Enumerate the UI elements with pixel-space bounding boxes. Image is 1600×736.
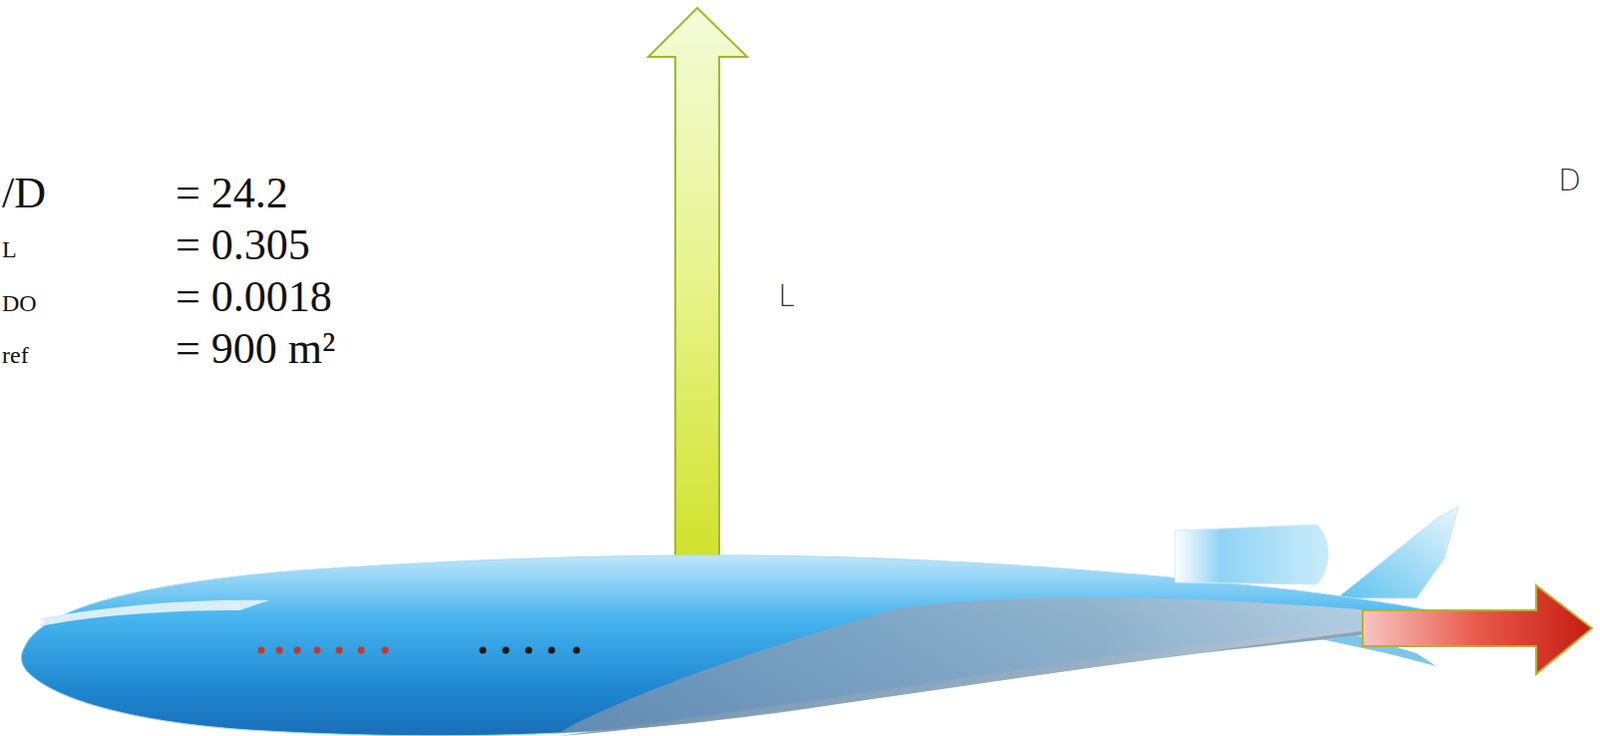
wing-lower-surface <box>558 597 1467 734</box>
windows <box>258 647 581 655</box>
parameter-subscript: ref <box>1 343 29 368</box>
parameter-value: = 24.2 <box>175 171 289 216</box>
parameter-value: = 0.305 <box>175 223 311 268</box>
parameter-value: = 0.0018 <box>175 275 333 320</box>
parameter-subscript: L <box>1 237 17 262</box>
lift-arrow <box>648 7 748 562</box>
tail-fin <box>1336 506 1459 599</box>
force-label: L <box>778 281 796 312</box>
engine-nacelle <box>1175 524 1328 585</box>
parameter-value: = 900 m² <box>175 327 336 372</box>
force-label: D <box>1558 165 1582 196</box>
wing-edge <box>39 600 270 627</box>
parameter-subscript: DO <box>1 291 37 316</box>
parameter-name: /D <box>1 171 46 216</box>
drag-arrow <box>1362 585 1593 675</box>
nose-notch <box>29 620 44 629</box>
